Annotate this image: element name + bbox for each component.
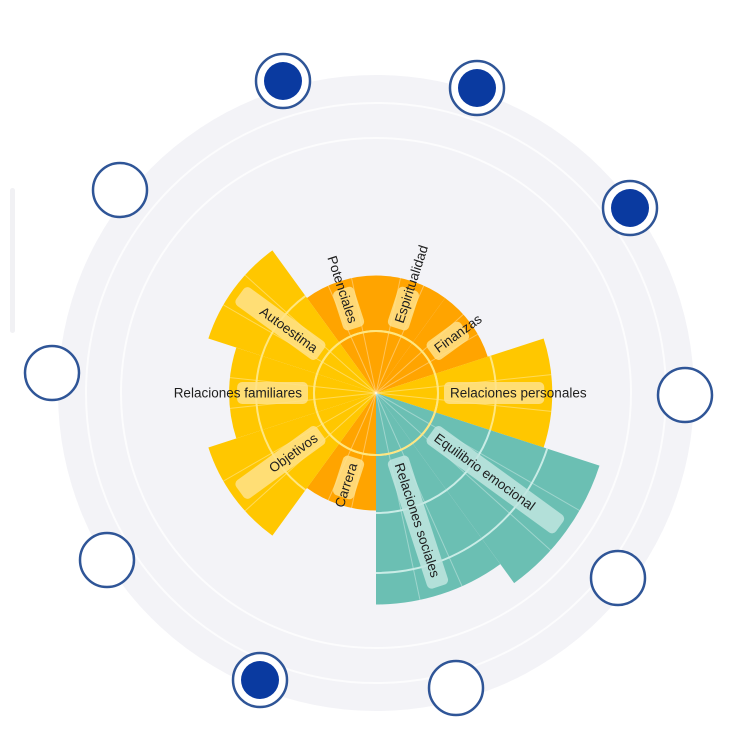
node-left-lower[interactable] [78,531,136,589]
node-right-upper[interactable] [601,179,659,237]
node-right[interactable] [656,366,714,424]
edge-scroll-strip [10,188,15,333]
node-fill-dot [611,189,649,227]
node-right-lower[interactable] [589,549,647,607]
node-left[interactable] [23,344,81,402]
segment-label: Relaciones personales [450,386,587,401]
node-bottom-right[interactable] [427,659,485,717]
node-bottom-left[interactable] [231,651,289,709]
segment-label-group: Relaciones personales [444,382,587,404]
segment-label-group: Relaciones familiares [174,382,308,404]
node-fill-dot [458,69,496,107]
node-fill-dot [264,62,302,100]
outer-ring-guide [120,137,632,649]
segment-label: Relaciones familiares [174,386,303,401]
rating-nodes [23,52,714,717]
node-top-left[interactable] [254,52,312,110]
node-fill-dot [241,661,279,699]
node-left-upper[interactable] [91,161,149,219]
node-top-right[interactable] [448,59,506,117]
